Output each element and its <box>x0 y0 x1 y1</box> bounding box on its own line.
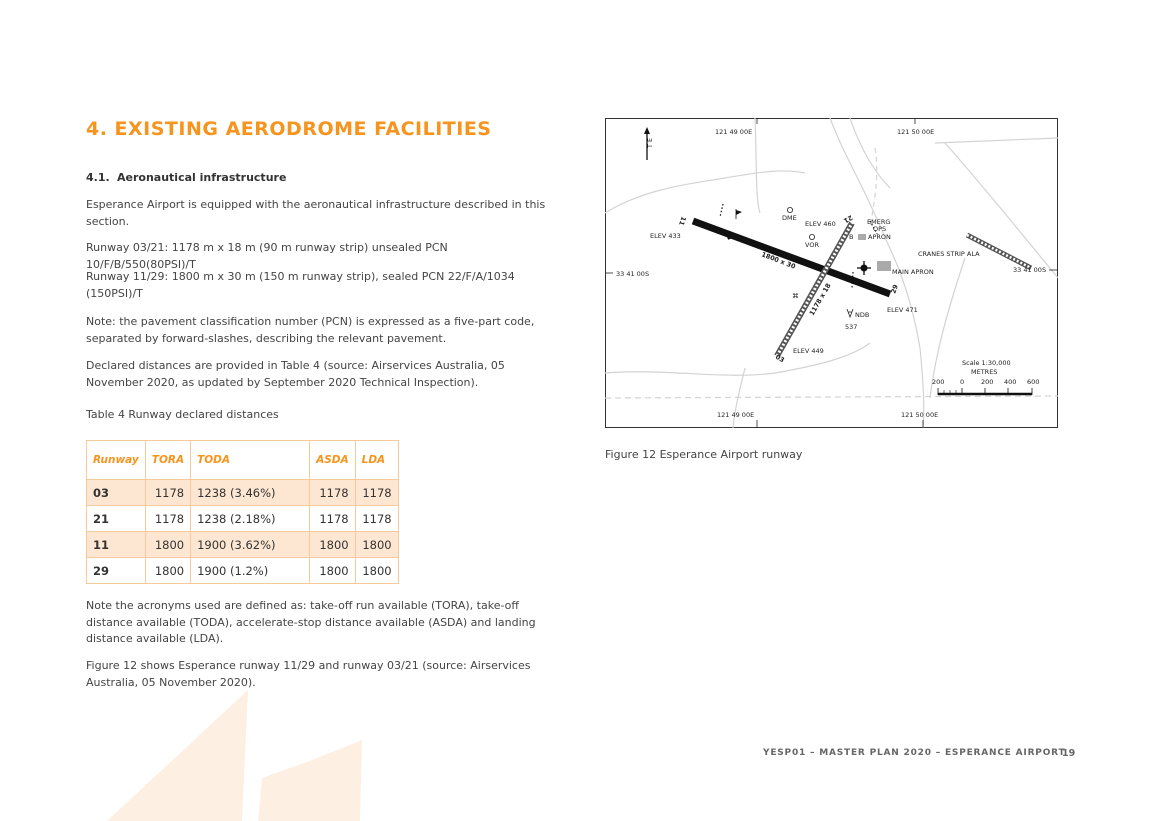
label-elev-449: ELEV 449 <box>793 347 824 355</box>
coord-top-left: 121 49 00E <box>715 128 752 136</box>
page-number: 19 <box>1062 748 1076 759</box>
label-ops: OPS <box>873 225 886 233</box>
coord-right-lat: 33 41 00S <box>1013 266 1046 274</box>
cell-asda: 1178 <box>309 479 356 506</box>
cell-asda: 1800 <box>309 557 356 584</box>
label-cranes-strip: CRANES STRIP ALA <box>918 250 980 258</box>
scale-tick: 0 <box>960 378 964 386</box>
cell-tora: 1178 <box>144 479 192 506</box>
svg-text:⌘: ⌘ <box>792 292 799 300</box>
cell-runway: 11 <box>86 531 146 558</box>
label-elev-471: ELEV 471 <box>887 306 918 314</box>
cell-runway: 21 <box>86 505 146 532</box>
label-dme: DME <box>782 214 797 222</box>
runway-03-21 <box>774 221 855 358</box>
cell-toda: 1238 (2.18%) <box>190 505 311 532</box>
cell-tora: 1178 <box>144 505 192 532</box>
scale-tick: 200 <box>981 378 993 386</box>
label-emerg: EMERG <box>867 218 890 226</box>
paragraph-pcn-note: Note: the pavement classification number… <box>86 315 535 345</box>
ndb-icon <box>846 308 854 319</box>
paragraph-declared-distances: Declared distances are provided in Table… <box>86 359 505 389</box>
cell-tora: 1800 <box>144 531 192 558</box>
cell-lda: 1178 <box>354 505 399 532</box>
cell-toda: 1900 (1.2%) <box>190 557 311 584</box>
svg-text:B: B <box>849 233 853 241</box>
cell-tora: 1800 <box>144 557 192 584</box>
cranes-strip <box>965 232 1033 271</box>
cell-runway: 03 <box>86 479 146 506</box>
label-runway-21: 21 <box>842 213 854 225</box>
table-row: 11 1800 1900 (3.62%) 1800 1800 <box>86 531 399 558</box>
subsection-title: Aeronautical infrastructure <box>117 171 287 184</box>
paragraph-runway-03-21: Runway 03/21: 1178 m x 18 m (90 m runway… <box>86 241 448 271</box>
header-runway: Runway <box>86 440 146 480</box>
header-lda: LDA <box>354 440 399 480</box>
coord-bottom-right: 121 50 00E <box>901 411 938 419</box>
north-arrow-icon <box>644 127 650 160</box>
coord-left-lat: 33 41 00S <box>616 270 649 278</box>
scale-unit: METRES <box>971 368 997 376</box>
cell-lda: 1800 <box>354 531 399 558</box>
north-label: T E <box>646 138 654 149</box>
map-scale-bar: Scale 1:30,000 METRES 200 0 200 400 600 <box>932 359 1039 396</box>
runway-11-29 <box>691 217 892 298</box>
table-row: 03 1178 1238 (3.46%) 1178 1178 <box>86 479 399 506</box>
header-tora: TORA <box>144 440 192 480</box>
label-runway-11: 11 <box>677 215 688 227</box>
header-asda: ASDA <box>309 440 356 480</box>
paragraph-figure-reference: Figure 12 shows Esperance runway 11/29 a… <box>86 659 531 689</box>
paragraph-runway-11-29: Runway 11/29: 1800 m x 30 m (150 m runwa… <box>86 270 515 300</box>
scale-tick: 600 <box>1027 378 1039 386</box>
label-runway-03: 03 <box>774 353 786 364</box>
aerodrome-symbol-icon <box>857 261 871 275</box>
label-runway-29: 29 <box>889 283 900 295</box>
dme-icon <box>786 207 793 214</box>
label-vor: VOR <box>805 241 819 249</box>
table-row: 21 1178 1238 (2.18%) 1178 1178 <box>86 505 399 532</box>
coord-bottom-left: 121 49 00E <box>717 411 754 419</box>
vor-icon <box>808 234 815 241</box>
scale-tick: 400 <box>1004 378 1016 386</box>
coord-top-right: 121 50 00E <box>897 128 934 136</box>
airport-runway-map: B ⌘ T E 121 49 00E 121 50 00E 121 49 00E… <box>605 118 1058 428</box>
runway-declared-distances-table: Runway TORA TODA ASDA LDA 03 1178 1238 (… <box>86 440 399 584</box>
cell-lda: 1178 <box>354 479 399 506</box>
cell-toda: 1238 (3.46%) <box>190 479 311 506</box>
label-elev-433: ELEV 433 <box>650 232 681 240</box>
cell-toda: 1900 (3.62%) <box>190 531 311 558</box>
table-caption: Table 4 Runway declared distances <box>86 408 279 421</box>
cell-asda: 1800 <box>309 531 356 558</box>
header-toda: TODA <box>190 440 311 480</box>
label-ndb-number: 537 <box>845 323 857 331</box>
table-header-row: Runway TORA TODA ASDA LDA <box>86 440 399 480</box>
label-main-apron: MAIN APRON <box>892 268 934 276</box>
label-elev-460: ELEV 460 <box>805 220 836 228</box>
paragraph-intro: Esperance Airport is equipped with the a… <box>86 198 546 228</box>
cell-runway: 29 <box>86 557 146 584</box>
cell-asda: 1178 <box>309 505 356 532</box>
label-apron: APRON <box>868 233 891 241</box>
scale-tick: 200 <box>932 378 944 386</box>
figure-caption: Figure 12 Esperance Airport runway <box>605 448 803 461</box>
paragraph-acronyms: Note the acronyms used are defined as: t… <box>86 599 536 645</box>
scale-title: Scale 1:30,000 <box>962 359 1011 367</box>
subsection-heading: 4.1. Aeronautical infrastructure <box>86 171 286 184</box>
page-footer: YESP01 – MASTER PLAN 2020 – ESPERANCE AI… <box>763 748 1066 758</box>
section-heading: 4. EXISTING AERODROME FACILITIES <box>86 118 492 140</box>
table-row: 29 1800 1900 (1.2%) 1800 1800 <box>86 557 399 584</box>
subsection-number: 4.1. <box>86 171 110 184</box>
label-ndb: NDB <box>855 311 869 319</box>
cell-lda: 1800 <box>354 557 399 584</box>
